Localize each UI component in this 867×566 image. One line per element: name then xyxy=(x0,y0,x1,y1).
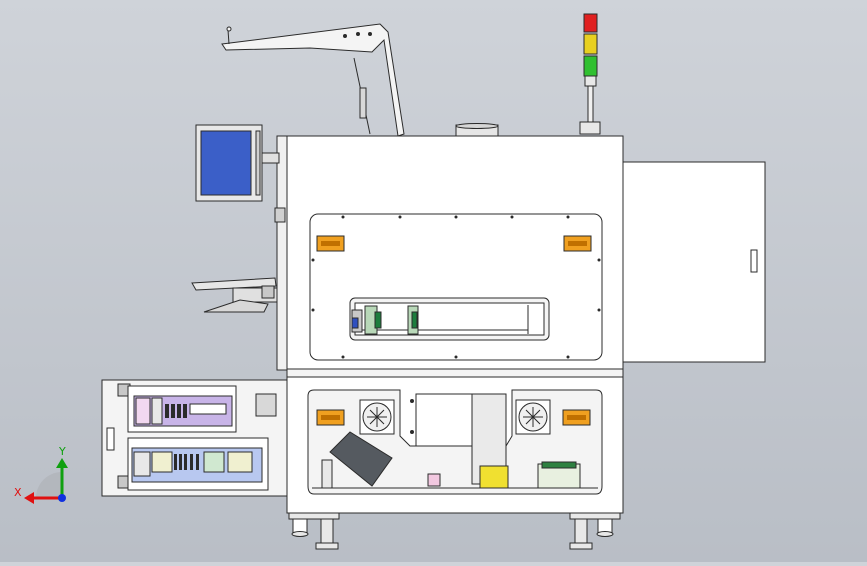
tower-light-green xyxy=(583,55,598,77)
tilted-module xyxy=(329,431,393,487)
x-axis-label: X xyxy=(14,486,22,499)
axis-triad: Y X xyxy=(14,445,68,504)
monitor-screen xyxy=(200,130,252,196)
cooling-fan-left xyxy=(359,399,395,435)
top-vent xyxy=(455,123,499,138)
arm-mounted-monitor xyxy=(195,124,263,202)
yellow-module xyxy=(479,465,509,489)
boom-arm xyxy=(221,23,405,137)
lower-compartment xyxy=(286,368,624,514)
electrical-cabinet xyxy=(101,379,288,497)
y-axis-label: Y xyxy=(58,445,66,458)
tower-light xyxy=(579,13,601,135)
keyboard-tray xyxy=(191,277,278,313)
tower-light-red xyxy=(583,13,598,33)
tower-light-yellow xyxy=(583,33,598,55)
cooling-fan-right xyxy=(515,399,551,435)
leveling-feet xyxy=(288,512,621,550)
left-mount xyxy=(260,135,288,371)
side-door xyxy=(622,161,766,363)
upper-body xyxy=(286,135,624,370)
z-axis-marker xyxy=(58,494,66,502)
door-handle xyxy=(750,249,758,273)
